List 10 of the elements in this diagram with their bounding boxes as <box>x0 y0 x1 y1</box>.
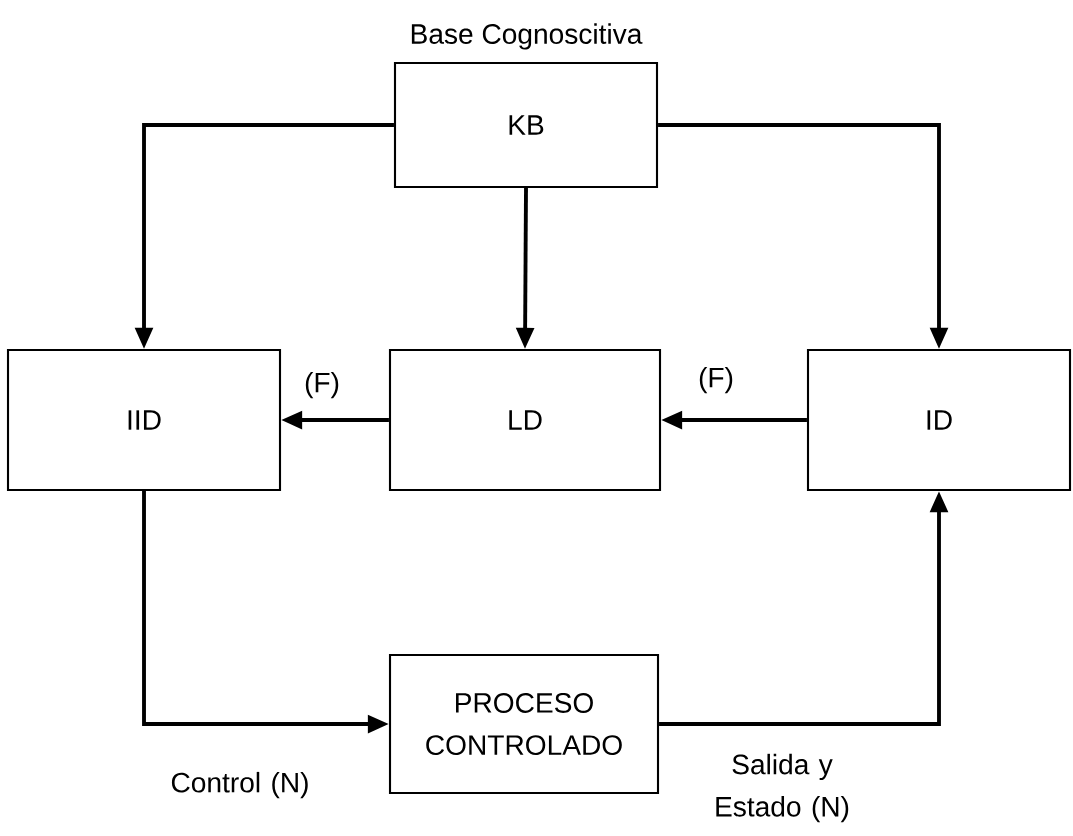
process-box: ID <box>806 348 1072 492</box>
process-box: IID <box>6 348 282 492</box>
edge-label: (F) <box>699 366 733 394</box>
process-box: PROCESO CONTROLADO <box>388 653 660 795</box>
process-box: LD <box>388 348 662 492</box>
box-heading: Base Cognoscitiva <box>411 23 643 50</box>
process-box: KB <box>393 61 659 189</box>
edge-label: Salida y Estado (N) <box>716 753 849 823</box>
edge-label: Control (N) <box>171 771 308 799</box>
edge-label: (F) <box>305 371 339 399</box>
